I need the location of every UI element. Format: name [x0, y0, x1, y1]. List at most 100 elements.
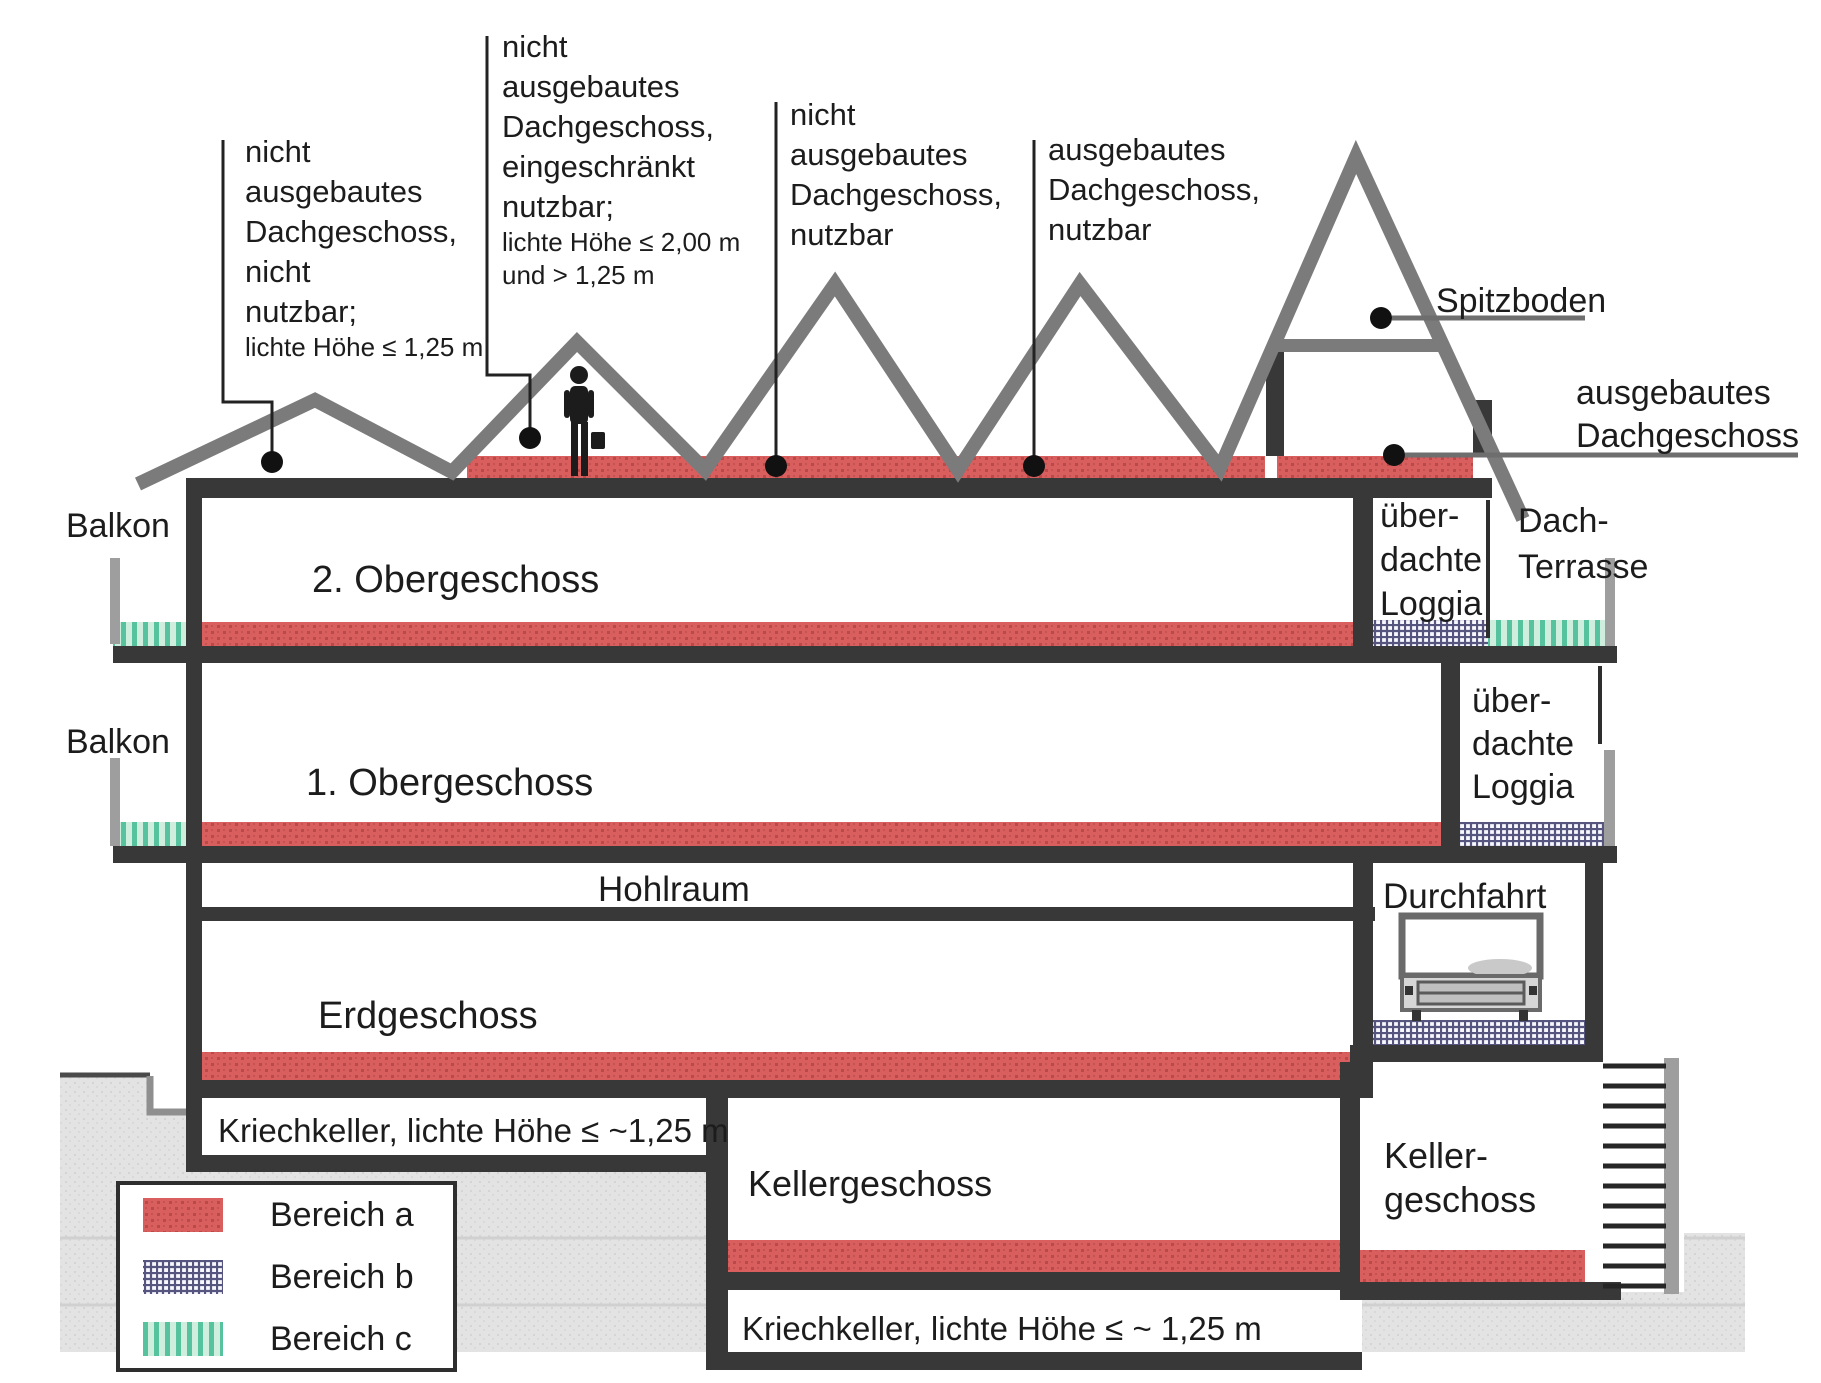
annotation-roof4-line3: nutzbar: [1048, 212, 1151, 247]
dot-spitzboden: [1370, 307, 1392, 329]
pointer-lines: [1392, 315, 1798, 458]
bereich-a-strip-og1: [202, 822, 1441, 846]
bereich-a-strip-eg: [202, 1052, 1353, 1080]
annotation-roof1-line1: nicht: [245, 134, 311, 169]
bereich-a-strip-kg-mitte: [728, 1240, 1340, 1272]
annotation-roof2-line5: nutzbar;: [502, 189, 614, 224]
bereich-c-strip-balkon-og2: [113, 622, 186, 646]
annotation-roof3-line1: nicht: [790, 97, 856, 132]
legend-swatch-bereich-b: [143, 1260, 223, 1294]
balkon-og1-label: Balkon: [66, 723, 170, 761]
bereich-a-strip-attic-right: [1277, 456, 1473, 478]
loggia-og1-label-line3: Loggia: [1472, 768, 1574, 806]
stairs-stringer: [1664, 1058, 1679, 1294]
left-outer-wall: [186, 478, 202, 1172]
exterior-step: [150, 1078, 186, 1111]
person-icon: [564, 366, 605, 476]
balkon-og2-railing: [110, 558, 120, 644]
durchfahrt-label: Durchfahrt: [1383, 877, 1547, 916]
annotation-roof3-line3: Dachgeschoss,: [790, 177, 1002, 212]
dot-roof2: [519, 427, 541, 449]
kg-rechts-left-wall: [1340, 1062, 1360, 1300]
legend-label-bereich-c: Bereich c: [270, 1320, 412, 1358]
eg-ceiling-slab: [186, 907, 1375, 921]
kellergeschoss-mitte-label: Kellergeschoss: [748, 1163, 992, 1204]
legend: Bereich a Bereich b Bereich c: [116, 1181, 457, 1372]
loggia-og1-label-line1: über-: [1472, 682, 1551, 720]
spitzboden-label: Spitzboden: [1436, 282, 1606, 320]
legend-swatch-bereich-a: [143, 1198, 223, 1232]
legend-swatch-bereich-c: [143, 1322, 223, 1356]
callout-lines: [221, 36, 1036, 458]
dot-roof3: [765, 455, 787, 477]
bereich-b-strip-durchfahrt: [1360, 1020, 1585, 1045]
kriechkeller-ug-label: Kriechkeller, lichte Höhe ≤ ~ 1,25 m: [742, 1310, 1262, 1347]
bereich-b-strip-loggia-og1: [1460, 822, 1608, 846]
dachterrasse-railing: [1605, 558, 1615, 646]
kg-mitte-floor-slab: [728, 1272, 1340, 1290]
annotation-roof2-note2: und > 1,25 m: [502, 260, 655, 290]
callout-dots: [261, 307, 1405, 477]
attic-floor-slab: [186, 478, 1492, 498]
og1-right-wall: [1441, 663, 1460, 846]
legend-label-bereich-a: Bereich a: [270, 1196, 414, 1234]
annotation-roof2-line3: Dachgeschoss,: [502, 109, 714, 144]
durchfahrt-floor-slab: [1350, 1045, 1603, 1062]
bereich-b-strip-loggia-og2: [1373, 620, 1488, 646]
annotation-roof4-line2: Dachgeschoss,: [1048, 172, 1260, 207]
collar-beam: [1270, 339, 1445, 352]
roof-line: [134, 139, 1530, 522]
kriechkeller-og-floor-slab: [186, 1155, 728, 1172]
annotation-roof2-line2: ausgebautes: [502, 69, 680, 104]
kriechkeller-og-label: Kriechkeller, lichte Höhe ≤ ~1,25 m: [218, 1112, 729, 1149]
dot-dachgeschoss: [1383, 444, 1405, 466]
basement-stairs: [1603, 1063, 1666, 1289]
loggia-og2-label-line1: über-: [1380, 497, 1459, 535]
annotation-roof1: nicht ausgebautes Dachgeschoss, nicht nu…: [245, 134, 483, 362]
annotation-roof1-line4: nicht: [245, 254, 311, 289]
eg-floor-slab: [186, 1080, 1360, 1098]
og1-floor-slab: [113, 846, 1617, 863]
durchfahrt-left-wall: [1353, 863, 1373, 1098]
loggia-og1-railing: [1604, 750, 1615, 846]
kg-mitte-left-wall: [706, 1098, 728, 1370]
annotation-roof2-line1: nicht: [502, 29, 568, 64]
annotation-roof2-line4: eingeschränkt: [502, 149, 695, 184]
annotation-roof3-line4: nutzbar: [790, 217, 893, 252]
exterior-step-border: [146, 1076, 188, 1116]
annotation-roof1-note: lichte Höhe ≤ 1,25 m: [245, 332, 483, 362]
legend-label-bereich-b: Bereich b: [270, 1258, 414, 1296]
kellergeschoss-rechts-label-line2: geschoss: [1384, 1179, 1536, 1220]
balkon-og2-label: Balkon: [66, 507, 170, 545]
og2-label: 2. Obergeschoss: [312, 559, 599, 601]
railings: [110, 558, 1679, 1294]
annotation-roof2-note1: lichte Höhe ≤ 2,00 m: [502, 227, 740, 257]
dot-roof1: [261, 451, 283, 473]
bereich-c-strip-dachterrasse: [1488, 620, 1607, 646]
dachterrasse-label-line1: Dach-: [1518, 502, 1609, 540]
kellergeschoss-rechts-label-line1: Keller-: [1384, 1135, 1488, 1176]
annotation-roof1-line2: ausgebautes: [245, 174, 423, 209]
bereich-a-strip-attic-left: [467, 456, 1265, 478]
dachterrasse-label-line2: Terrasse: [1518, 548, 1648, 586]
dachgeschoss-label-line2: Dachgeschoss: [1576, 417, 1799, 455]
bereich-a-strip-og2: [202, 622, 1353, 646]
loggia-og2-label-line2: dachte: [1380, 541, 1482, 579]
annotation-roof4: ausgebautes Dachgeschoss, nutzbar: [1048, 132, 1260, 247]
bereich-a-strip-kg-rechts: [1360, 1250, 1585, 1282]
bereich-c-strip-balkon-og1: [113, 822, 186, 846]
kriechkeller-ug-floor-slab: [706, 1352, 1362, 1370]
annotation-roof1-line5: nutzbar;: [245, 294, 357, 329]
dot-roof4: [1023, 455, 1045, 477]
annotation-roof4-line1: ausgebautes: [1048, 132, 1226, 167]
dachraum-left-wall: [1266, 351, 1284, 456]
erdgeschoss-label: Erdgeschoss: [318, 995, 538, 1037]
loggia-og2-label-line3: Loggia: [1380, 585, 1482, 623]
kg-rechts-floor-slab: [1340, 1282, 1621, 1300]
og1-label: 1. Obergeschoss: [306, 762, 593, 804]
annotation-roof1-line3: Dachgeschoss,: [245, 214, 457, 249]
annotation-roof3-line2: ausgebautes: [790, 137, 968, 172]
ground-area: [60, 1075, 1745, 1370]
